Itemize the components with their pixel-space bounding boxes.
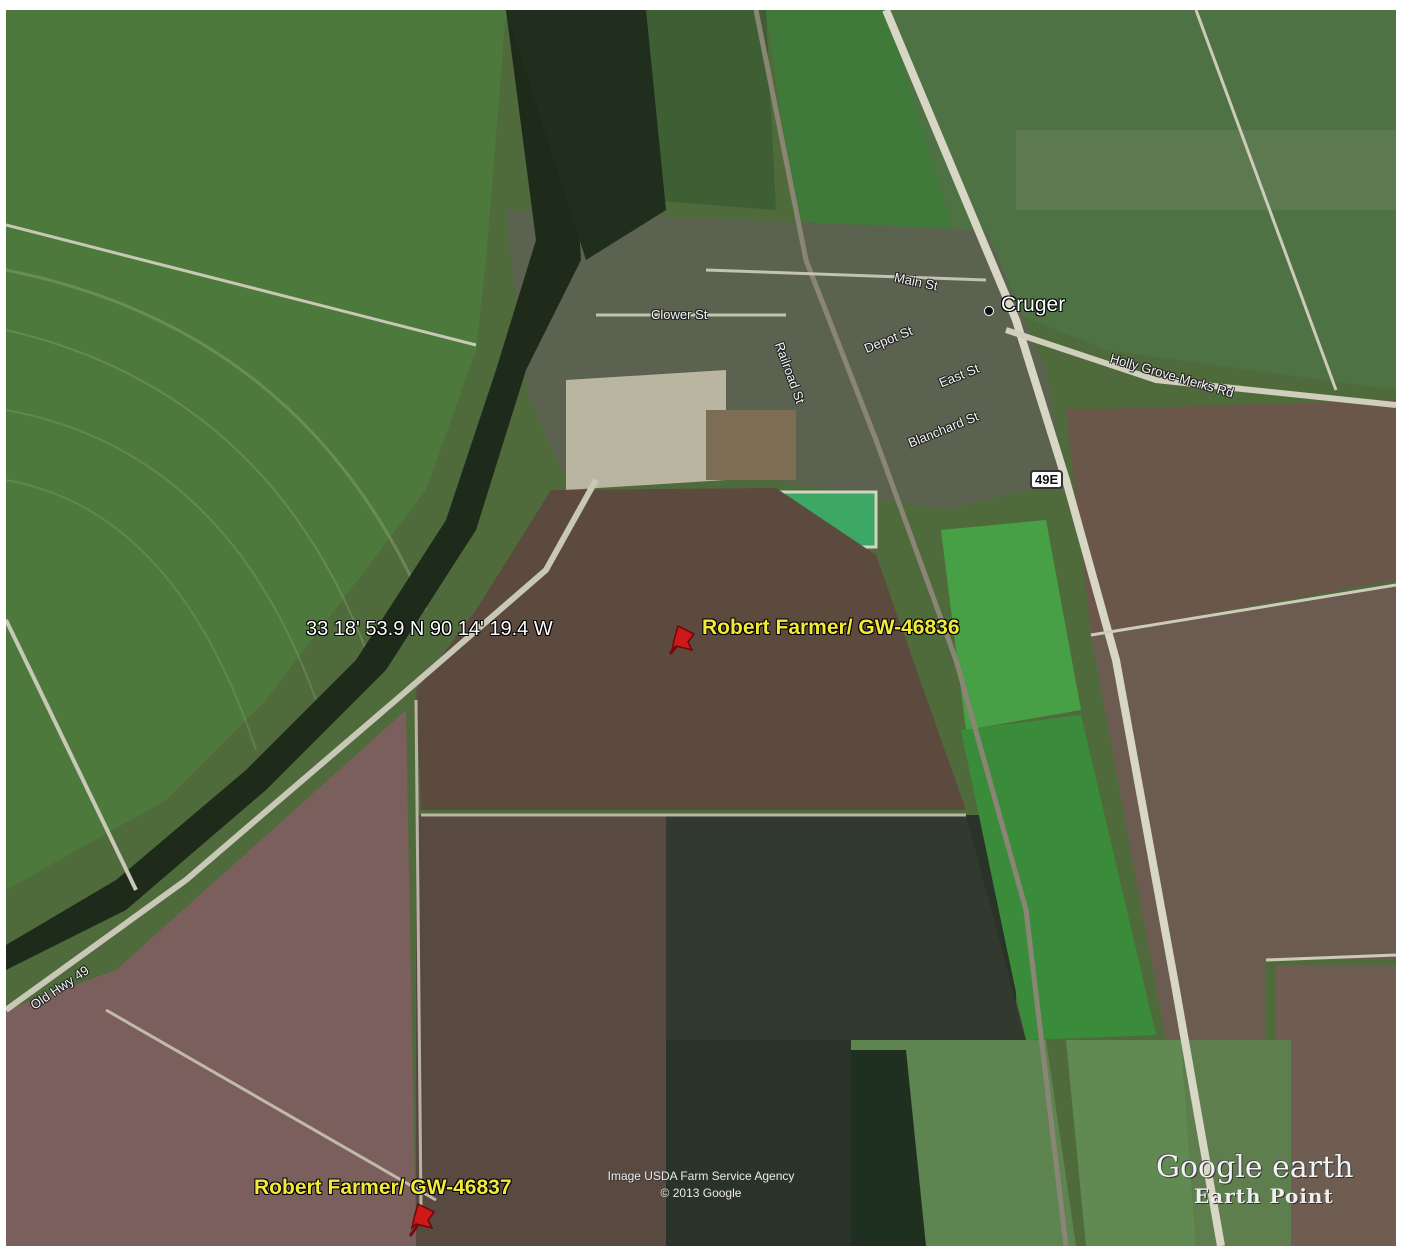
- road-nw-diag: [6, 223, 477, 347]
- earth-point-logo: Earth Point: [1194, 1184, 1334, 1208]
- road-se-lane-2: [1265, 953, 1396, 962]
- field-se-green-2: [1066, 1040, 1196, 1246]
- field-nw-green: [6, 10, 506, 890]
- field-s-left: [416, 815, 666, 1246]
- woods-se: [851, 1050, 926, 1246]
- imagery-credit: Image USDA Farm Service Agency © 2013 Go…: [566, 1168, 836, 1202]
- field-se-3: [1276, 965, 1396, 1246]
- tree-line-creek: [6, 10, 581, 970]
- pivot-arc-1: [6, 268, 428, 611]
- satellite-map[interactable]: Main St Clower St Railroad St Depot St E…: [6, 10, 1396, 1246]
- road-ne-lane: [1194, 10, 1338, 391]
- town-dirt: [706, 410, 796, 480]
- field-ne-light: [766, 10, 956, 240]
- route-shield-49e: 49E: [1030, 470, 1064, 489]
- field-n-center: [626, 10, 776, 210]
- pivot-arc-2: [6, 329, 367, 651]
- pivot-arc-4: [6, 479, 257, 751]
- pushpin-icon[interactable]: [664, 620, 700, 664]
- marker-coordinates: 33 18' 53.9 N 90 14' 19.4 W: [306, 618, 553, 640]
- field-ne-stripe: [1016, 130, 1396, 210]
- road-main: [705, 268, 987, 282]
- road-center-n: [414, 699, 423, 1211]
- marker-label-gw-46836[interactable]: Robert Farmer/ GW-46836: [702, 616, 960, 639]
- road-sw-diag: [105, 1008, 437, 1202]
- label-clower-st: Clower St: [651, 307, 708, 322]
- tree-patch-nw: [506, 10, 666, 260]
- field-se-green-3: [1181, 1040, 1291, 1246]
- pivot-arc-3: [6, 409, 317, 701]
- town-clearing: [566, 370, 726, 490]
- field-sw-pink: [6, 710, 416, 1246]
- field-s-mid-dark: [666, 815, 1026, 1040]
- road-se-lane: [1090, 583, 1396, 637]
- google-earth-logo: Google earth: [1156, 1150, 1354, 1185]
- city-dot: [984, 306, 994, 316]
- road-railroad: [753, 10, 1069, 1246]
- road-holly-grove: [1005, 327, 1396, 408]
- credit-line-2: © 2013 Google: [660, 1186, 742, 1200]
- marker-label-gw-46837[interactable]: Robert Farmer/ GW-46837: [254, 1176, 512, 1199]
- road-w-field: [6, 619, 138, 891]
- road-old-hwy-49: [6, 478, 599, 1013]
- field-green-strip-1: [941, 520, 1081, 730]
- label-city-cruger: Cruger: [1001, 293, 1066, 316]
- field-se-1: [1066, 400, 1396, 635]
- road-hwy-49e: [882, 10, 1225, 1246]
- pushpin-icon[interactable]: [404, 1196, 440, 1240]
- credit-line-1: Image USDA Farm Service Agency: [607, 1169, 795, 1183]
- field-green-strip-2: [961, 715, 1156, 1040]
